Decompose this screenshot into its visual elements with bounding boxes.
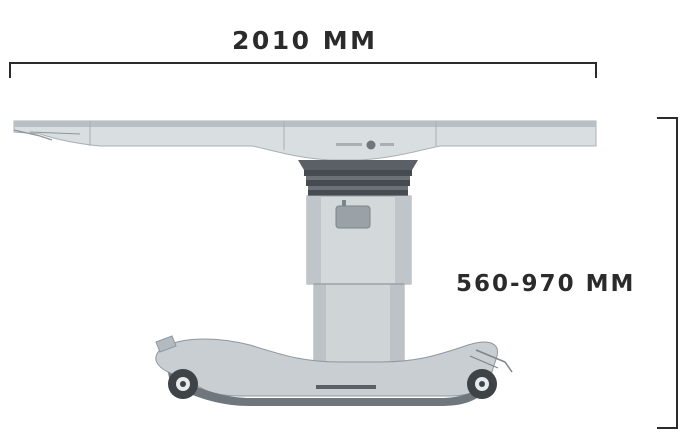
- length-bracket: [9, 62, 597, 78]
- table-top: [13, 120, 597, 161]
- table-base: [155, 335, 513, 406]
- circle-icon: [366, 140, 376, 150]
- height-bracket: [657, 117, 678, 429]
- height-dimension-label: 560-970 MM: [456, 271, 636, 297]
- control-panel: [335, 205, 371, 229]
- wheel-left: [168, 369, 198, 399]
- length-dimension-label: 2010 MM: [232, 26, 378, 55]
- column-bellows: [298, 160, 418, 196]
- table-column: [306, 195, 412, 369]
- wheel-right: [467, 369, 497, 399]
